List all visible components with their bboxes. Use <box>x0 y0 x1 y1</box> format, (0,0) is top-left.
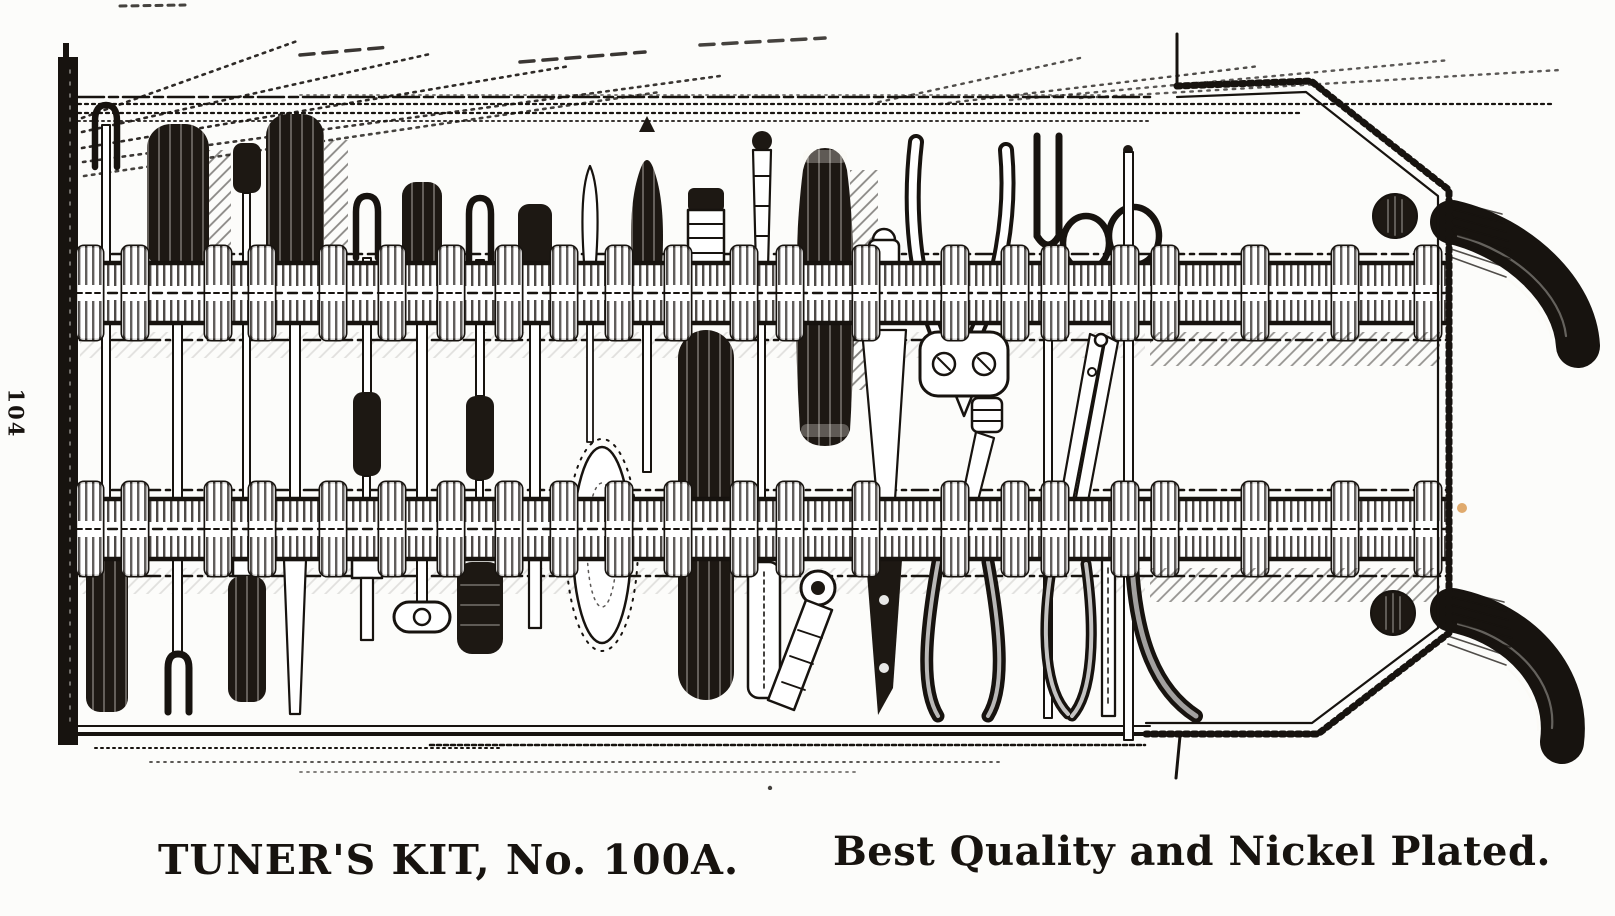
tool-long-rod <box>1123 145 1134 741</box>
strap-bottom <box>76 496 1451 562</box>
tool-burnisher-and-mute <box>565 164 639 652</box>
tool-file-vase-handle <box>630 116 664 473</box>
tool-roll-engraving <box>58 3 1600 790</box>
tuners-kit-illustration <box>58 3 1600 790</box>
tool-screwdriver-large-1 <box>147 124 231 716</box>
caption-kit-title: TUNER'S KIT, No. 100A. <box>158 836 740 884</box>
tool-screwdriver-small <box>518 204 552 630</box>
paper-specks <box>767 503 1467 790</box>
strap-top <box>76 260 1451 326</box>
paper-blemish <box>1457 503 1467 513</box>
carry-handle-bottom <box>1430 587 1585 764</box>
tools <box>86 105 1203 741</box>
tool-screwdriver-large-2 <box>266 114 348 716</box>
roll-bottom-edge <box>76 725 1182 780</box>
tool-slender-pick <box>228 143 266 702</box>
page-number: 104 <box>3 388 29 439</box>
tool-barrel-handle-elbow-head <box>766 148 878 712</box>
tool-fork-spacer-2 <box>457 198 503 654</box>
roll-left-edge <box>58 43 78 745</box>
tool-knife <box>860 227 908 715</box>
flap-button-bottom <box>1370 590 1416 636</box>
tool-turned-rod-paddle <box>746 131 782 700</box>
top-stipple-shading <box>76 3 1562 178</box>
caption-quality: Best Quality and Nickel Plated. <box>833 828 1551 875</box>
tool-screwdriver-medium <box>392 182 452 634</box>
flap-button-top <box>1372 193 1418 239</box>
carry-handle-top <box>1430 199 1600 368</box>
tool-string-hook <box>86 105 128 712</box>
roll-flap <box>1142 32 1453 738</box>
